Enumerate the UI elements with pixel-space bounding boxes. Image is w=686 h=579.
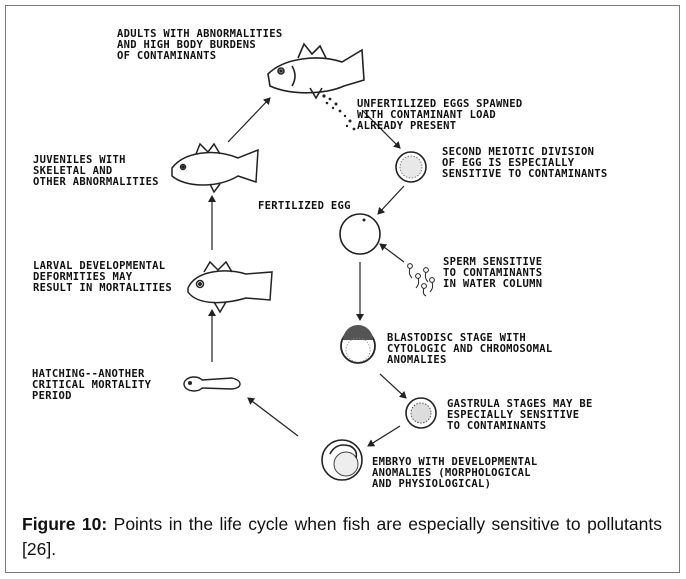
blastodisc-egg-icon [340, 325, 376, 364]
adult-fish-icon [267, 42, 365, 100]
label-fertilized-egg: FERTILIZED EGG [258, 200, 351, 212]
figure-caption: Figure 10: Points in the life cycle when… [22, 512, 662, 562]
arrow-meiotic-to-fertilized [377, 185, 405, 215]
arrow-juvenile-to-adult [227, 97, 271, 143]
figure-caption-label: Figure 10: [22, 514, 108, 534]
figure-frame [5, 5, 680, 573]
arrow-embryo-to-hatching [247, 397, 299, 437]
fertilized-egg-icon [339, 213, 381, 255]
arrow-adult-to-meiotic [361, 109, 401, 149]
larval-fish-icon [187, 260, 273, 314]
sperm-icon [407, 263, 435, 297]
spawned-eggs-icon [322, 94, 356, 131]
life-cycle-diagram [171, 42, 437, 481]
gastrula-egg-icon [405, 397, 437, 429]
arrow-gastrula-to-embryo [367, 425, 401, 447]
arrow-sperm-to-fertilized [379, 243, 405, 263]
hatching-larva-icon [183, 376, 241, 392]
figure-caption-text: Points in the life cycle when fish are e… [22, 514, 662, 559]
arrow-blastodisc-to-gastrula [379, 373, 407, 399]
meiotic-egg-icon [395, 151, 427, 183]
embryo-egg-icon [321, 439, 363, 481]
juvenile-fish-icon [171, 142, 259, 194]
